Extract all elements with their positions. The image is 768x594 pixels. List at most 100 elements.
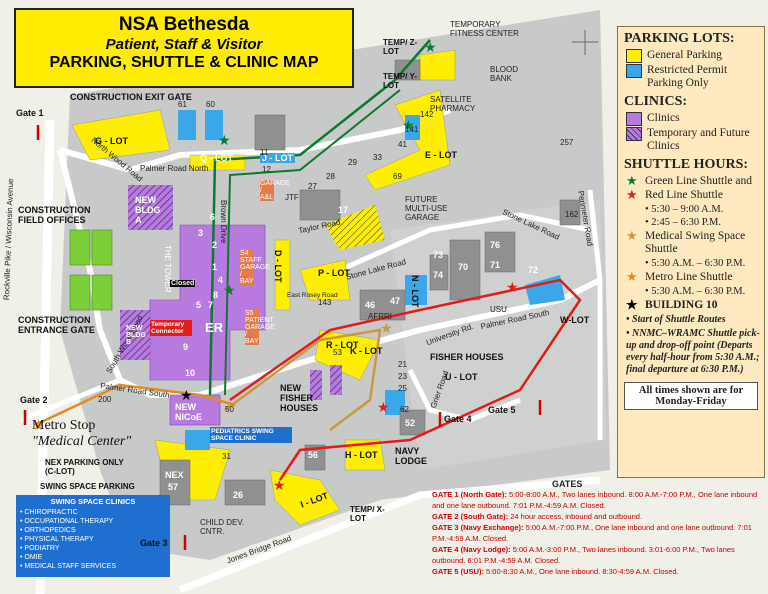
legend-note: All times shown are for Monday-Friday — [624, 382, 758, 410]
bldg-26: 26 — [233, 490, 244, 500]
bldg-8: 8 — [213, 290, 219, 300]
svg-text:★: ★ — [424, 39, 437, 55]
s4-label: S4 STAFF GARAGE / BAY — [240, 250, 270, 285]
navy-lodge-label: NAVY LODGE — [395, 446, 428, 466]
lot-pharmacy — [405, 115, 420, 140]
legend-restricted-label: Restricted Permit Parking Only — [647, 64, 728, 89]
fisher-label: FISHER HOUSES — [430, 352, 504, 362]
rk-lot-shape — [314, 329, 381, 381]
legend-parking-heading: PARKING LOTS: — [624, 31, 735, 46]
gate3-label: Gate 3 — [140, 538, 168, 548]
legend-metro: ★Metro Line Shuttle — [626, 270, 760, 284]
swing-parking-label: SWING SPACE PARKING — [40, 482, 135, 491]
bldg-56: 56 — [308, 450, 319, 460]
bldg-1: 1 — [212, 262, 218, 272]
bldg-143: 143 — [318, 298, 332, 307]
green-line-route-2 — [224, 89, 401, 396]
gate4-name: GATE 4 (Navy Lodge): — [432, 545, 511, 554]
construction-exit-label: CONSTRUCTION EXIT GATE — [70, 92, 192, 102]
legend-green: ★Green Line Shuttle and — [626, 174, 760, 188]
metro-line1: Metro Stop — [32, 418, 96, 433]
legend-general: General Parking — [626, 49, 760, 63]
bldg-5: 5 — [196, 300, 202, 310]
bldg-12: 12 — [262, 165, 271, 174]
legend-medical: ★Medical Swing Space Shuttle — [626, 229, 760, 256]
d-lot-label: D - LOT — [273, 250, 283, 283]
bldg-47: 47 — [390, 296, 401, 306]
bldg-21: 21 — [398, 360, 407, 369]
bldg-50: 50 — [225, 405, 234, 414]
palmer-north-label: Palmer Road North — [140, 164, 209, 173]
usu-label: USU — [490, 305, 507, 314]
swing-item: • CHIROPRACTIC — [20, 509, 78, 516]
svg-text:★: ★ — [218, 132, 231, 148]
legend-restricted: Restricted Permit Parking Only — [626, 64, 760, 90]
bldg-61: 61 — [178, 100, 187, 109]
gates-heading: GATES — [552, 479, 583, 489]
temp-z-label: TEMP/ Z-LOT — [383, 38, 418, 56]
gate4-text: 5:00 A.M.-3:00 P.M., Two lanes inbound. … — [432, 545, 735, 565]
legend-red: ★Red Line Shuttle — [626, 188, 760, 202]
main-hospital — [149, 224, 266, 381]
bldg-17: 17 — [338, 205, 349, 215]
restricted-parking-lots — [178, 110, 565, 450]
gates-info: GATES GATE 1 (North Gate): 5:00-8:00 A.M… — [432, 479, 768, 594]
bldg-52: 52 — [405, 418, 416, 428]
lot-n — [405, 275, 427, 305]
stone-lake-road — [338, 212, 591, 273]
new-bldg-b-label: NEW BLDG B — [126, 325, 146, 346]
temporary-clinics — [120, 185, 342, 400]
new-nicoe-label: NEW NICoE — [175, 402, 202, 422]
brown-label: Brown Drive — [219, 200, 228, 244]
bldg-71: 71 — [490, 260, 501, 270]
gate3-text: 5:00 A.M.-7:00 P.M., One lane inbound an… — [432, 523, 752, 543]
k-lot-label: K - LOT — [350, 346, 383, 356]
bldg-11: 11 — [260, 148, 269, 157]
bldg-141: 141 — [405, 125, 419, 134]
gate1-name: GATE 1 (North Gate): — [432, 490, 507, 499]
metro-stop-label: Metro Stop "Medical Center" — [32, 418, 131, 450]
compass — [572, 30, 598, 55]
bldg-9: 9 — [183, 342, 189, 352]
gate5-info: GATE 5 (USU): 5:00-8:30 A.M., One lane i… — [432, 566, 768, 577]
red-time-1: • 5:30 – 9:00 A.M. — [645, 204, 724, 215]
temp-x-label: TEMP/ X-LOT — [350, 505, 385, 523]
svg-text:★: ★ — [273, 477, 286, 493]
construction-offices-label: CONSTRUCTION FIELD OFFICES — [18, 205, 91, 225]
legend-nnmc: • NNMC–WRAMC Shuttle pick-up and drop-of… — [626, 328, 760, 375]
satellite-label: SATELLITE PHARMACY — [430, 95, 476, 113]
temp-clinic-swatch — [626, 127, 642, 141]
legend-panel: PARKING LOTS: General Parking Restricted… — [617, 26, 765, 478]
title-line1: NSA Bethesda — [118, 14, 250, 35]
title-line2: Patient, Staff & Visitor — [105, 36, 263, 53]
metro-line2: "Medical Center" — [32, 434, 132, 449]
red-time-2: • 2:45 – 6:30 P.M. — [645, 217, 722, 228]
lot-61 — [178, 110, 196, 140]
gate4-label: Gate 4 — [444, 414, 472, 424]
temp-y-label: TEMP/ Y-LOT — [383, 72, 418, 90]
grier-road — [407, 368, 521, 423]
swing-space-box: SWING SPACE CLINICS • CHIROPRACTIC • OCC… — [16, 495, 170, 577]
green-line-route — [208, 39, 431, 396]
svg-text:★: ★ — [380, 320, 393, 336]
u-lot-label: U - LOT — [445, 372, 478, 382]
red-line-route — [229, 278, 582, 481]
jtf-label: JTF — [285, 193, 299, 202]
temp-connector-label: Temporary Connector — [150, 320, 192, 336]
svg-text:★: ★ — [223, 282, 236, 298]
afrri-label: AFRRI — [368, 312, 392, 321]
legend-clinics-label: Clinics — [647, 112, 680, 124]
campus-buildings — [159, 59, 581, 506]
bldg-69: 69 — [393, 172, 402, 181]
g-lot-label: G - LOT — [95, 136, 128, 146]
svg-text:★: ★ — [506, 279, 519, 295]
s5-label: S5 PATIENT GARAGE / BAY — [245, 310, 275, 345]
swing-item: • PHYSICAL THERAPY — [20, 536, 94, 543]
bldg-3: 3 — [198, 228, 204, 238]
swing-item: • OCCUPATIONAL THERAPY — [20, 518, 114, 525]
gate1-info: GATE 1 (North Gate): 5:00-8:00 A.M., Two… — [432, 489, 768, 511]
h-lot-label: H - LOT — [345, 450, 378, 460]
pediatrics-label: PEDIATRICS SWING SPACE CLINIC — [210, 427, 292, 443]
construction-offices — [69, 229, 113, 311]
